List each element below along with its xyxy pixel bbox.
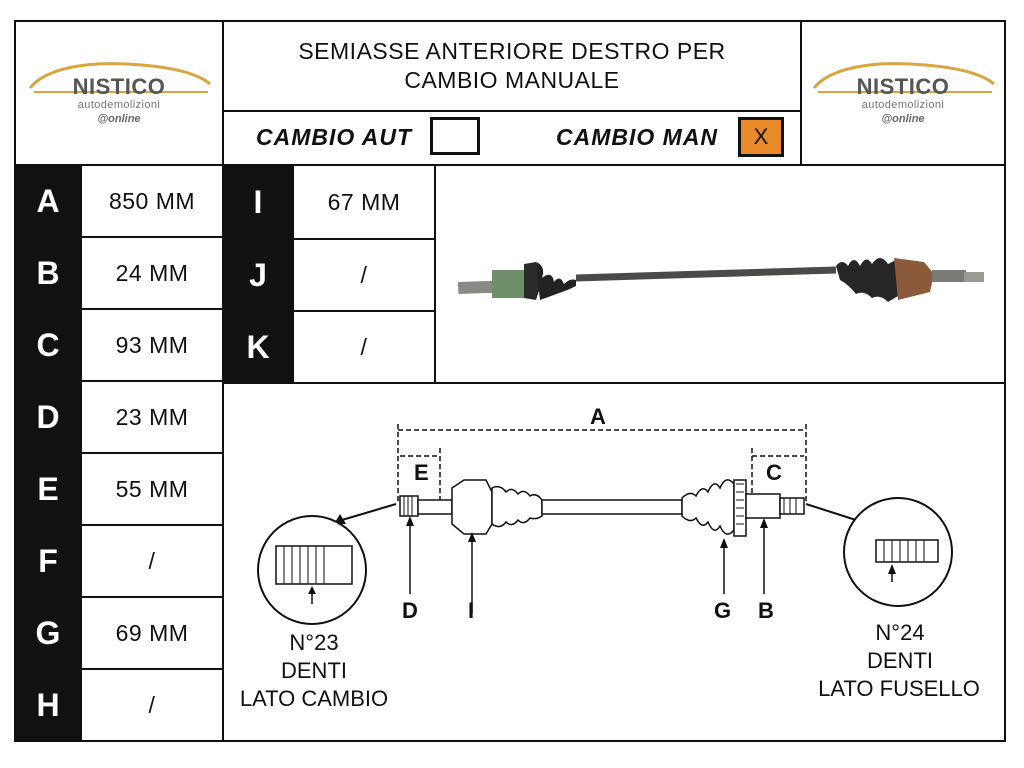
value-E: 55 MM bbox=[80, 452, 224, 526]
dim-label-C: C bbox=[766, 460, 782, 485]
measurements-left-column: A 850 MM B 24 MM C 93 MM D 23 MM E 55 MM… bbox=[14, 164, 224, 742]
title-cell: SEMIASSE ANTERIORE DESTRO PER CAMBIO MAN… bbox=[222, 20, 802, 112]
cambio-aut-checkbox[interactable] bbox=[430, 117, 480, 155]
logo-car-icon bbox=[28, 62, 211, 93]
cambio-aut-label: CAMBIO AUT bbox=[256, 124, 413, 150]
logo-right: NISTICO autodemolizioni @online bbox=[800, 20, 1006, 166]
logo-name: NISTICO bbox=[72, 74, 166, 99]
logo-online: @online bbox=[881, 113, 925, 125]
right-teeth-side: LATO FUSELLO bbox=[818, 676, 980, 701]
dim-label-E: E bbox=[414, 460, 429, 485]
logo-subtitle: autodemolizioni bbox=[77, 99, 161, 111]
logo-online: @online bbox=[97, 113, 141, 125]
value-D: 23 MM bbox=[80, 380, 224, 454]
page-title-line1: SEMIASSE ANTERIORE DESTRO PER bbox=[298, 38, 726, 64]
part-photo-cell bbox=[434, 164, 1006, 384]
left-teeth-denti: DENTI bbox=[281, 658, 347, 683]
cambio-man-label: CAMBIO MAN bbox=[556, 124, 719, 150]
value-A: 850 MM bbox=[80, 164, 224, 238]
diagram-cell: A E C D I G B N°23 DENTI LATO CAMBIO N°2… bbox=[222, 382, 1006, 742]
left-teeth-count: N°23 bbox=[289, 630, 339, 655]
value-G: 69 MM bbox=[80, 596, 224, 670]
right-teeth-denti: DENTI bbox=[867, 648, 933, 673]
logo-left: NISTICO autodemolizioni @online bbox=[14, 20, 224, 166]
letter-B: B bbox=[14, 236, 82, 310]
part-label-D: D bbox=[402, 598, 418, 623]
value-B: 24 MM bbox=[80, 236, 224, 310]
letter-E: E bbox=[14, 452, 82, 526]
value-K: / bbox=[292, 310, 436, 384]
letter-F: F bbox=[14, 524, 82, 598]
letter-J: J bbox=[222, 238, 294, 312]
letter-A: A bbox=[14, 164, 82, 238]
value-J: / bbox=[292, 238, 436, 312]
page-title-line2: CAMBIO MANUALE bbox=[404, 67, 620, 93]
right-teeth-count: N°24 bbox=[875, 620, 925, 645]
logo-car-icon bbox=[812, 62, 995, 93]
part-label-B: B bbox=[758, 598, 774, 623]
part-label-I: I bbox=[468, 598, 475, 623]
logo-subtitle: autodemolizioni bbox=[861, 99, 945, 111]
letter-C: C bbox=[14, 308, 82, 382]
value-F: / bbox=[80, 524, 224, 598]
letter-I: I bbox=[222, 164, 294, 240]
letter-K: K bbox=[222, 310, 294, 384]
value-C: 93 MM bbox=[80, 308, 224, 382]
cambio-row: CAMBIO AUT CAMBIO MAN X bbox=[222, 110, 802, 166]
letter-G: G bbox=[14, 596, 82, 670]
left-teeth-side: LATO CAMBIO bbox=[239, 686, 389, 711]
part-label-G: G bbox=[714, 598, 732, 623]
measurements-middle-column: I 67 MM J / K / bbox=[222, 164, 436, 384]
logo-name: NISTICO bbox=[856, 74, 950, 99]
value-I: 67 MM bbox=[292, 164, 436, 240]
driveshaft-photo bbox=[458, 258, 984, 302]
driveshaft-diagram bbox=[257, 424, 953, 625]
letter-D: D bbox=[14, 380, 82, 454]
value-H: / bbox=[80, 668, 224, 742]
letter-H: H bbox=[14, 668, 82, 742]
dim-label-A: A bbox=[590, 404, 606, 429]
cambio-man-checkbox[interactable]: X bbox=[738, 117, 784, 157]
